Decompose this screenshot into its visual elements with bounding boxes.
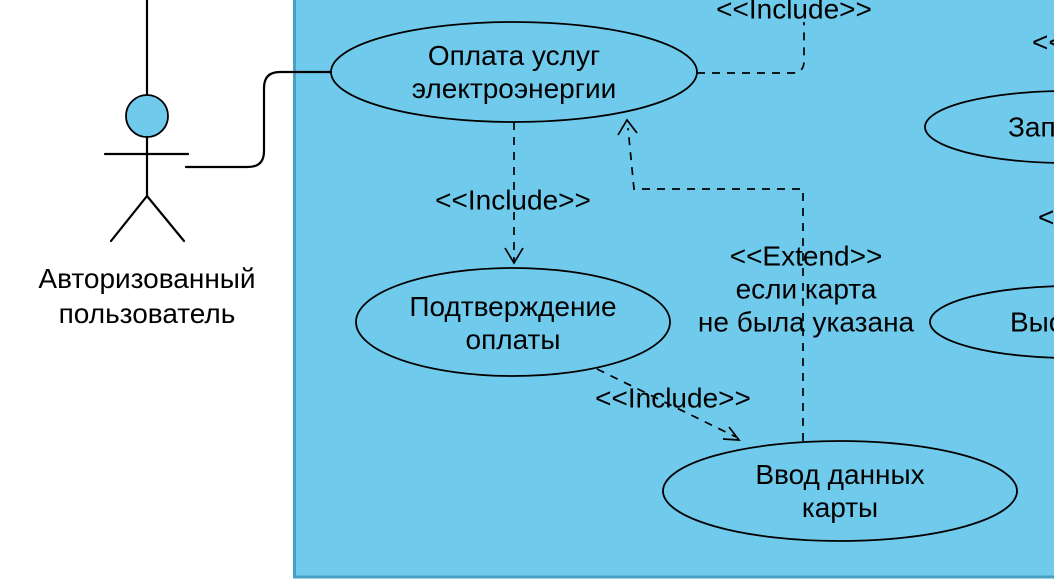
actor-leg-left: [109, 194, 149, 243]
usecase-confirm-ellipse[interactable]: [355, 267, 671, 377]
stereotype-right-top-partial[interactable]: <<: [1032, 26, 1054, 58]
include-mid-label[interactable]: <<Include>>: [435, 184, 591, 216]
connector-include-top[interactable]: [697, 22, 805, 74]
connector-actor-pay[interactable]: [184, 70, 333, 169]
include-bottom-label[interactable]: <<Include>>: [595, 382, 751, 414]
actor-leg-right: [145, 194, 186, 243]
actor-figure[interactable]: [103, 0, 190, 243]
usecase-card-label[interactable]: Ввод данных карты: [755, 459, 925, 523]
include-top-label[interactable]: <<Include>>: [716, 0, 872, 25]
connector-extend[interactable]: [627, 127, 804, 441]
actor-head: [125, 94, 169, 138]
include-mid-arrowhead: [504, 247, 524, 265]
usecase-right-top-ellipse[interactable]: [924, 90, 1054, 164]
usecase-right-bottom-ellipse[interactable]: [929, 285, 1054, 359]
usecase-right-bottom-label[interactable]: Выс: [1010, 306, 1054, 338]
stereotype-right-mid-partial[interactable]: <<: [1038, 201, 1054, 233]
usecase-right-top-label[interactable]: Зап: [1008, 111, 1054, 143]
connector-include-bottom[interactable]: [596, 368, 737, 438]
usecase-card-ellipse[interactable]: [662, 440, 1018, 542]
usecase-confirm-label[interactable]: Подтверждение оплаты: [409, 291, 617, 355]
actor-label[interactable]: Авторизованный пользователь: [38, 263, 256, 329]
usecase-pay-label[interactable]: Оплата услуг электроэнергии: [411, 40, 617, 104]
extend-label[interactable]: <<Extend>> если карта не была указана: [697, 240, 915, 338]
extend-arrowhead: [617, 118, 638, 136]
include-bottom-arrowhead: [722, 426, 741, 441]
